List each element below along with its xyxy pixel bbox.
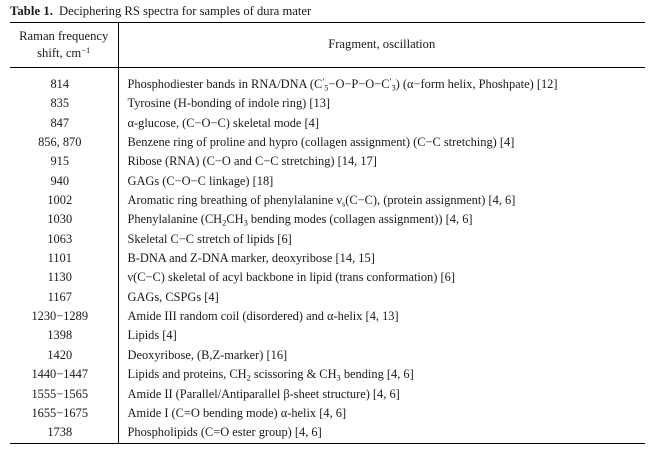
table-row: 1101 B-DNA and Z-DNA marker, deoxyribose … xyxy=(10,249,645,269)
table-row: 1420 Deoxyribose, (B,Z-marker) [16] xyxy=(10,345,645,366)
table-caption-label: Table 1. xyxy=(10,4,54,18)
cell-raman-shift: 1130 xyxy=(10,268,119,288)
raman-spectra-table: Raman frequency shift, cm−1 Fragment, os… xyxy=(10,22,645,444)
column-header-raman-shift-line1: Raman frequency xyxy=(19,29,109,43)
cell-fragment: Aromatic ring breathing of phenylalanine… xyxy=(127,193,516,209)
table-row: 847 α-glucose, (C−O−C) skeletal mode [4] xyxy=(10,113,645,134)
cell-raman-shift: 915 xyxy=(10,152,119,172)
table-caption-text: Deciphering RS spectra for samples of du… xyxy=(59,4,312,18)
table-row: 1440−1447 Lipids and proteins, CH2 scisso… xyxy=(10,365,645,385)
cell-raman-shift: 1655−1675 xyxy=(10,403,119,424)
cell-raman-shift: 1420 xyxy=(10,345,119,366)
table-header: Raman frequency shift, cm−1 Fragment, os… xyxy=(10,22,645,68)
cell-raman-shift: 1101 xyxy=(10,249,119,269)
table-row: 940 GAGs (C−O−C linkage) [18] xyxy=(10,171,645,192)
table-row: 1130 ν(C−C) skeletal of acyl backbone in … xyxy=(10,268,645,288)
cell-fragment: Lipids [4] xyxy=(127,328,177,343)
cell-fragment: Amide II (Parallel/Antiparallel β-sheet … xyxy=(127,386,400,401)
cell-raman-shift: 856, 870 xyxy=(10,133,119,153)
column-header-raman-shift-line2: shift, cm−1 xyxy=(37,44,91,60)
cell-fragment: α-glucose, (C−O−C) skeletal mode [4] xyxy=(127,115,320,130)
table-row: 814 Phosphodiester bands in RNA/DNA (C′5−… xyxy=(10,67,645,95)
cell-raman-shift: 1230−1289 xyxy=(10,307,119,327)
cell-raman-shift: 1030 xyxy=(10,210,119,230)
cell-raman-shift: 1167 xyxy=(10,287,119,308)
table-row: 1398 Lipids [4] xyxy=(10,326,645,346)
cell-fragment: Deoxyribose, (B,Z-marker) [16] xyxy=(127,347,288,362)
table-row: 1063 Skeletal C−C stretch of lipids [6] xyxy=(10,229,645,250)
cell-fragment: Phospholipids (C=O ester group) [4, 6] xyxy=(118,423,645,444)
cell-fragment: Amide III random coil (disordered) and α… xyxy=(127,309,399,324)
table-row: 1167 GAGs, CSPGs [4] xyxy=(10,287,645,308)
cell-fragment: Benzene ring of proline and hypro (colla… xyxy=(127,135,515,150)
column-header-fragment: Fragment, oscillation xyxy=(118,22,645,68)
cell-fragment: GAGs (C−O−C linkage) [18] xyxy=(127,173,274,188)
cell-fragment: GAGs, CSPGs [4] xyxy=(127,289,219,304)
cell-raman-shift: 1063 xyxy=(10,229,119,250)
table-row: 1002 Aromatic ring breathing of phenylala… xyxy=(10,191,645,211)
cell-fragment: Phosphodiester bands in RNA/DNA (C′5−O−P… xyxy=(127,76,558,93)
cell-raman-shift: 847 xyxy=(10,113,119,134)
cell-fragment: Amide I (C=O bending mode) α-helix [4, 6… xyxy=(127,405,347,420)
table-row: 1555−1565 Amide II (Parallel/Antiparallel… xyxy=(10,384,645,404)
table-header-row: Raman frequency shift, cm−1 Fragment, os… xyxy=(10,22,645,68)
cell-raman-shift: 1738 xyxy=(10,423,119,444)
cell-fragment: Ribose (RNA) (C−O and C−C stretching) [1… xyxy=(127,154,377,169)
table-row: 835 Tyrosine (H-bonding of indole ring) [… xyxy=(10,94,645,114)
table-row: 1030 Phenylalanine (CH2CH3 bending modes … xyxy=(10,210,645,230)
table-row: 1655−1675 Amide I (C=O bending mode) α-he… xyxy=(10,403,645,424)
cell-fragment: Skeletal C−C stretch of lipids [6] xyxy=(127,231,292,246)
table-row: 915 Ribose (RNA) (C−O and C−C stretching)… xyxy=(10,152,645,172)
cell-fragment: ν(C−C) skeletal of acyl backbone in lipi… xyxy=(127,270,455,285)
cell-raman-shift: 1398 xyxy=(10,326,119,346)
column-header-unit-exponent: −1 xyxy=(81,44,91,55)
cell-raman-shift: 1555−1565 xyxy=(10,384,119,404)
cell-fragment: Phenylalanine (CH2CH3 bending modes (col… xyxy=(127,212,473,228)
column-header-raman-shift: Raman frequency shift, cm−1 xyxy=(10,22,119,68)
cell-fragment: B-DNA and Z-DNA marker, deoxyribose [14,… xyxy=(127,251,375,266)
table-row: 856, 870 Benzene ring of proline and hypr… xyxy=(10,133,645,153)
cell-raman-shift: 1440−1447 xyxy=(10,365,119,385)
cell-raman-shift: 814 xyxy=(10,67,119,95)
table-body: 814 Phosphodiester bands in RNA/DNA (C′5−… xyxy=(10,67,645,444)
table-caption: Table 1. Deciphering RS spectra for sampl… xyxy=(10,4,647,19)
table-container: Raman frequency shift, cm−1 Fragment, os… xyxy=(10,22,645,444)
cell-fragment: Lipids and proteins, CH2 scissoring & CH… xyxy=(127,367,414,383)
cell-raman-shift: 1002 xyxy=(10,191,119,211)
cell-raman-shift: 940 xyxy=(10,171,119,192)
cell-raman-shift: 835 xyxy=(10,94,119,114)
cell-fragment: Tyrosine (H-bonding of indole ring) [13] xyxy=(127,96,331,111)
table-row: 1230−1289 Amide III random coil (disorder… xyxy=(10,307,645,327)
